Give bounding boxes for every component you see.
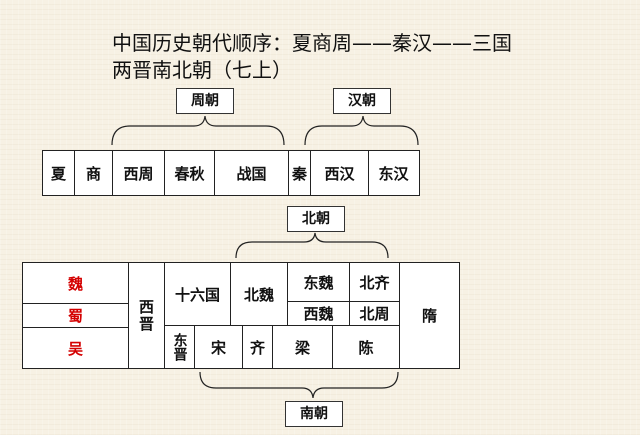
cell-beiqi: 北齐	[349, 263, 399, 301]
cell-xizhou: 西周	[112, 151, 164, 195]
cell-chunqiu: 春秋	[164, 151, 214, 195]
cell-xiwei: 西魏	[287, 301, 349, 325]
slide-title: 中国历史朝代顺序：夏商周——秦汉——三国 两晋南北朝（七上）	[112, 30, 612, 84]
cell-donghan: 东汉	[368, 151, 418, 195]
han-brace	[304, 115, 419, 146]
zhou-brace	[111, 115, 285, 146]
cell-xijin: 西晋	[128, 263, 164, 368]
cell-qi: 齐	[242, 326, 272, 368]
title-line-2: 两晋南北朝（七上）	[112, 58, 292, 82]
cell-sui: 隋	[399, 263, 459, 368]
label-han: 汉朝	[333, 88, 391, 114]
label-zhou: 周朝	[176, 88, 234, 114]
cell-shiliuguo: 十六国	[164, 263, 230, 325]
cell-xihan: 西汉	[310, 151, 368, 195]
cell-liang: 梁	[272, 326, 332, 368]
cell-qin: 秦	[288, 151, 310, 195]
cell-beiwei: 北魏	[230, 263, 287, 325]
cell-wu: 吴	[23, 327, 128, 368]
cell-xia: 夏	[42, 151, 74, 195]
label-south: 南朝	[285, 401, 343, 427]
cell-wei: 魏	[67, 274, 83, 293]
cell-shu: 蜀	[23, 303, 128, 327]
label-north: 北朝	[287, 206, 345, 232]
south-brace	[199, 371, 399, 399]
cell-zhanguo: 战国	[214, 151, 288, 195]
timeline-row-2	[22, 262, 460, 369]
south-divider	[164, 325, 399, 326]
cell-dongjin: 东晋	[164, 326, 194, 368]
cell-dongwei: 东魏	[287, 263, 349, 301]
title-line-1: 中国历史朝代顺序：夏商周——秦汉——三国	[112, 31, 512, 55]
timeline-row-1: 夏 商 西周 春秋 战国 秦 西汉 东汉	[42, 150, 420, 196]
cell-shang: 商	[74, 151, 112, 195]
cell-song: 宋	[194, 326, 242, 368]
three-kingdoms-column: 魏 蜀 吴	[23, 263, 128, 368]
north-brace	[235, 232, 389, 259]
cell-chen: 陈	[332, 326, 399, 368]
cell-beizhou: 北周	[349, 301, 399, 325]
